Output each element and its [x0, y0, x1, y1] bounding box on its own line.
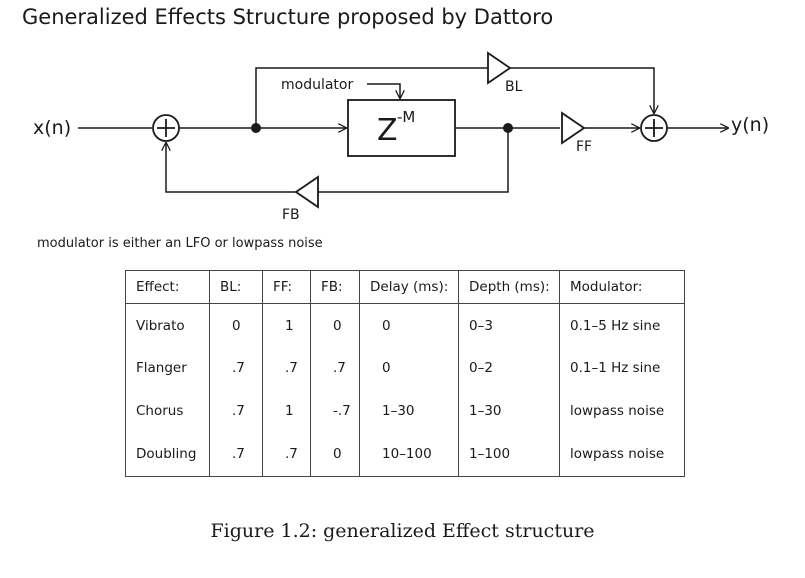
cell-delay: 10–100: [359, 432, 459, 477]
cell-modulator: lowpass noise: [559, 389, 685, 433]
modulator-note: modulator is either an LFO or lowpass no…: [37, 236, 323, 251]
delay-base-text: Z: [377, 113, 398, 148]
feedforward-gain-triangle: [561, 111, 586, 145]
table-header-row: Effect: BL: FF: FB: Delay (ms): Depth (m…: [125, 270, 685, 304]
feedback-gain-triangle: [294, 175, 319, 209]
cell-fb: -.7: [310, 389, 360, 433]
cell-ff: .7: [262, 432, 311, 477]
blend-to-sum-wire: [510, 67, 654, 113]
header-effect: Effect:: [125, 270, 210, 304]
signal-flow-diagram: Generalized Effects Structure proposed b…: [22, 5, 769, 223]
delay-exponent-text: -M: [397, 108, 415, 126]
table-row: Doubling .7 .7 0 10–100 1–100 lowpass no…: [125, 432, 685, 477]
cell-effect: Flanger: [125, 347, 210, 390]
cell-modulator: 0.1–1 Hz sine: [559, 347, 685, 390]
header-ff: FF:: [262, 270, 311, 304]
modulator-arrow: [367, 83, 400, 98]
cell-modulator: 0.1–5 Hz sine: [559, 303, 685, 347]
cell-delay: 0: [359, 303, 459, 347]
cell-fb: 0: [310, 303, 360, 347]
cell-effect: Doubling: [125, 432, 210, 477]
table-row: Flanger .7 .7 .7 0 0–2 0.1–1 Hz sine: [125, 347, 685, 390]
header-bl: BL:: [209, 270, 263, 304]
header-fb: FB:: [310, 270, 360, 304]
cell-effect: Vibrato: [125, 303, 210, 347]
cell-modulator: lowpass noise: [559, 432, 685, 477]
input-sum-junction: [152, 114, 180, 142]
cell-bl: 0: [209, 303, 263, 347]
cell-fb: .7: [310, 347, 360, 390]
blend-path-wire: [255, 67, 488, 128]
diagram-title: Generalized Effects Structure proposed b…: [22, 5, 553, 29]
header-modulator: Modulator:: [559, 270, 685, 304]
table-row: Vibrato 0 1 0 0 0–3 0.1–5 Hz sine: [125, 303, 685, 347]
input-label: x(n): [33, 117, 71, 139]
cell-depth: 1–30: [458, 389, 560, 433]
modulator-label: modulator: [281, 77, 353, 93]
cell-delay: 0: [359, 347, 459, 390]
cell-depth: 0–3: [458, 303, 560, 347]
cell-ff: 1: [262, 389, 311, 433]
cell-bl: .7: [209, 347, 263, 390]
cell-bl: .7: [209, 432, 263, 477]
feedback-to-sum-wire: [166, 143, 296, 193]
cell-delay: 1–30: [359, 389, 459, 433]
feedback-path-wire: [318, 128, 509, 193]
cell-ff: .7: [262, 347, 311, 390]
blend-gain-triangle: [487, 51, 512, 85]
table-row: Chorus .7 1 -.7 1–30 1–30 lowpass noise: [125, 389, 685, 433]
cell-depth: 1–100: [458, 432, 560, 477]
feedback-gain-label: FB: [282, 207, 300, 223]
cell-bl: .7: [209, 389, 263, 433]
figure-caption: Figure 1.2: generalized Effect structure: [210, 520, 595, 542]
header-delay: Delay (ms):: [359, 270, 459, 304]
output-label: y(n): [731, 114, 769, 136]
cell-effect: Chorus: [125, 389, 210, 433]
effects-parameter-table: Effect: BL: FF: FB: Delay (ms): Depth (m…: [125, 270, 685, 477]
feedforward-gain-label: FF: [576, 139, 592, 155]
header-depth: Depth (ms):: [458, 270, 560, 304]
delay-block: [347, 99, 456, 157]
cell-fb: 0: [310, 432, 360, 477]
blend-gain-label: BL: [505, 79, 523, 95]
cell-ff: 1: [262, 303, 311, 347]
cell-depth: 0–2: [458, 347, 560, 390]
output-sum-junction: [640, 114, 668, 142]
